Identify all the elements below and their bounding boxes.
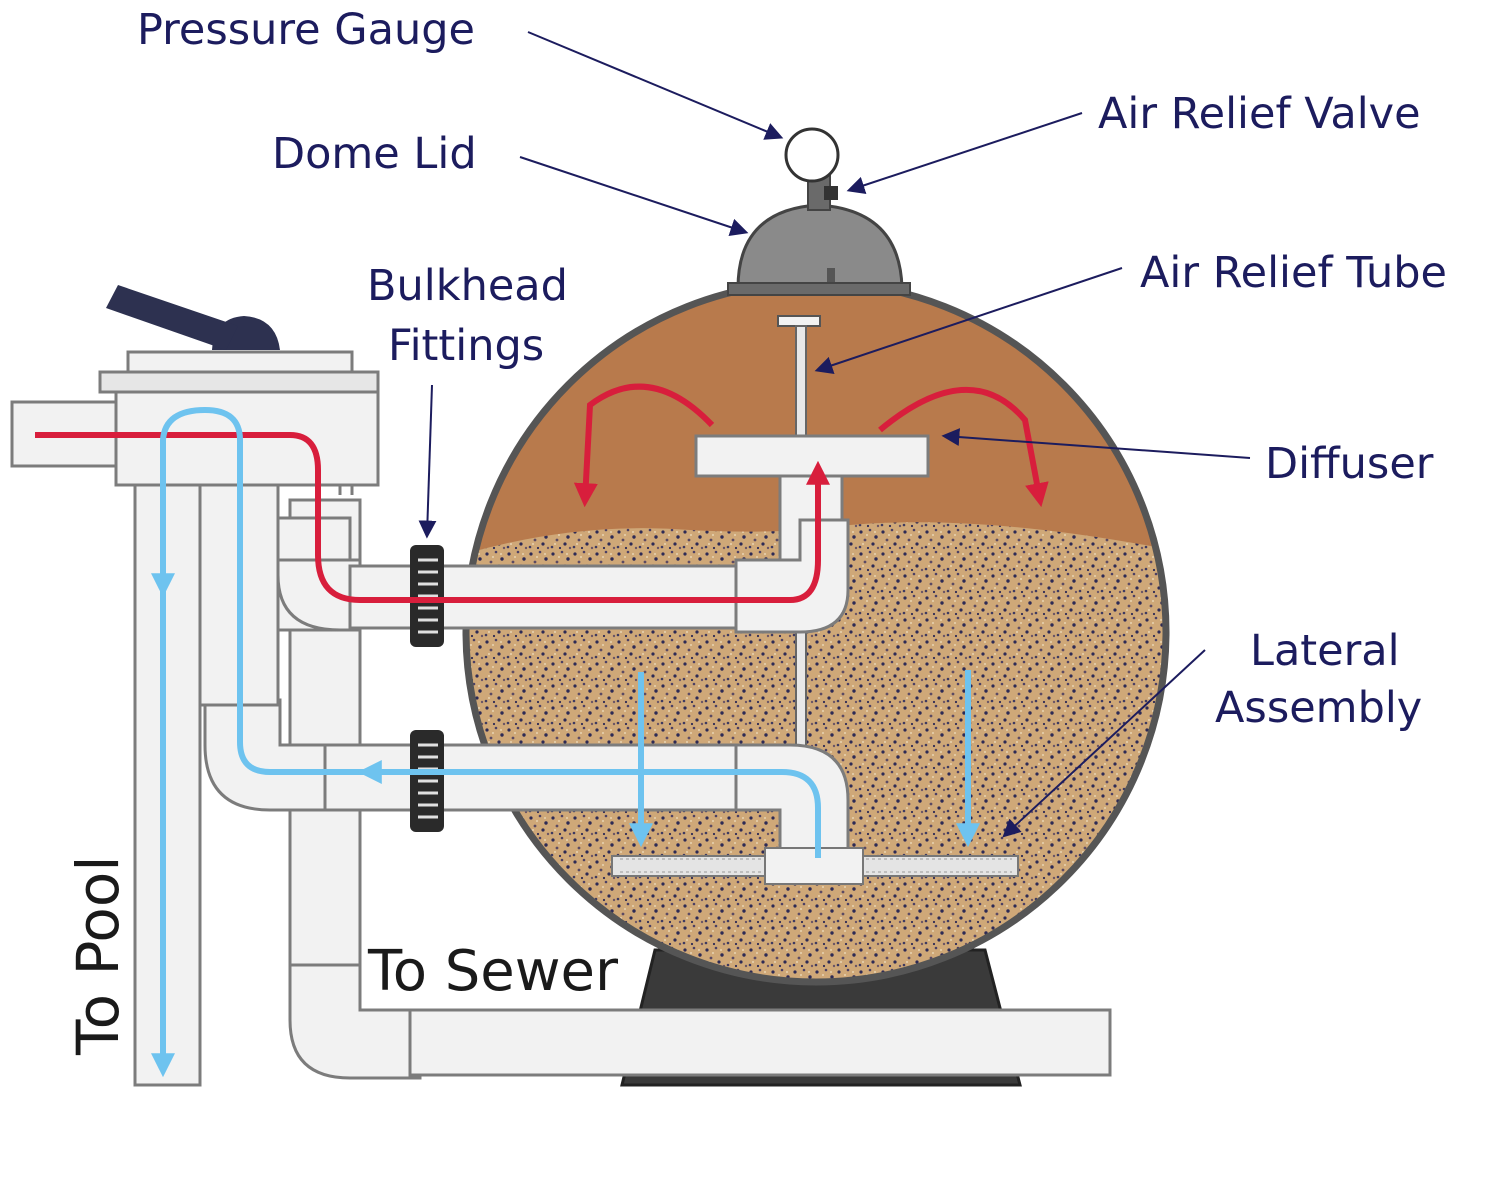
- to-sewer-label: To Sewer: [367, 939, 619, 1004]
- air-relief-tube-label: Air Relief Tube: [1140, 248, 1447, 298]
- return-flow-arrow: [160, 406, 821, 1068]
- pressure-gauge-label: Pressure Gauge: [137, 5, 475, 55]
- bulkhead-label-line1: Bulkhead: [367, 261, 568, 311]
- inflow-arrow: [35, 432, 830, 603]
- lateral-assembly: [611, 847, 1019, 885]
- bulkhead-label-line2: Fittings: [388, 321, 544, 371]
- to-pool-label: To Pool: [64, 856, 132, 1057]
- bulkhead-fitting-lower: [410, 730, 444, 832]
- dome-lid: [727, 174, 911, 296]
- bulkhead-fitting-upper: [410, 545, 444, 647]
- diffuser-label: Diffuser: [1265, 439, 1434, 489]
- bulkhead-leader: [418, 384, 437, 539]
- lateral-label-line1: Lateral: [1250, 626, 1400, 676]
- outlet-pipe: [203, 698, 850, 864]
- dome-lid-label: Dome Lid: [272, 129, 477, 179]
- filter-tank: [462, 278, 1170, 986]
- pressure-gauge-leader: [527, 31, 784, 140]
- diffuser-outflow-right-arrow: [878, 387, 1049, 508]
- air-relief-valve: [824, 186, 838, 200]
- sewer-pipe: [288, 498, 1112, 1080]
- dome-lid-leader: [519, 156, 749, 236]
- air-relief-valve-leader: [846, 112, 1083, 195]
- air-relief-tube-leader: [814, 267, 1123, 374]
- diffuser-leader: [941, 428, 1251, 459]
- diffuser-outflow-left-arrow: [573, 383, 715, 508]
- pressure-gauge: [784, 127, 840, 183]
- lateral-label-line2: Assembly: [1215, 683, 1422, 733]
- lateral-assembly-leader: [1002, 649, 1206, 838]
- multiport-valve: [10, 285, 380, 1087]
- air-relief-valve-label: Air Relief Valve: [1098, 89, 1421, 139]
